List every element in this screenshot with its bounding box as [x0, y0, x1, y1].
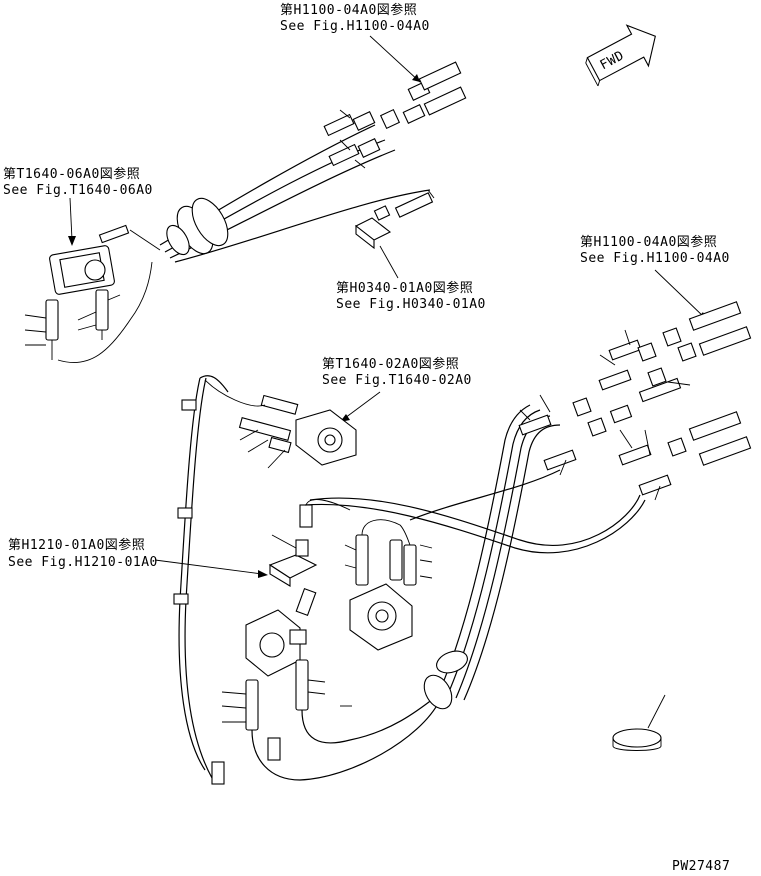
- leader-h1100-top: [369, 35, 421, 83]
- upper-fittings: [323, 61, 467, 169]
- ref-t1640-06-jp: 第T1640-06A0図参照: [3, 166, 140, 182]
- ref-h1100-right[interactable]: 第H1100-04A0図参照 See Fig.H1100-04A0: [580, 234, 730, 266]
- ref-h0340-jp: 第H0340-01A0図参照: [336, 280, 473, 296]
- t-block-h0340: [354, 189, 435, 250]
- leader-t1640-02: [344, 391, 381, 419]
- arrowhead: [412, 74, 420, 82]
- ref-t1640-02-en: See Fig.T1640-02A0: [322, 373, 472, 388]
- ref-h1100-top-en: See Fig.H1100-04A0: [280, 19, 430, 34]
- ref-h1210-en: See Fig.H1210-01A0: [8, 555, 158, 570]
- ref-t1640-02-jp: 第T1640-02A0図参照: [322, 356, 459, 372]
- right-fittings: [518, 301, 752, 501]
- left-hose-route: [173, 375, 229, 785]
- ref-h1210-jp: 第H1210-01A0図参照: [8, 537, 145, 553]
- leader-h0340: [379, 245, 399, 279]
- clamp-ring: [612, 694, 666, 751]
- pump-t1640-06: [24, 224, 161, 364]
- arrowhead: [258, 570, 268, 578]
- ref-h0340-en: See Fig.H0340-01A0: [336, 297, 486, 312]
- ref-t1640-06[interactable]: 第T1640-06A0図参照 See Fig.T1640-06A0: [3, 166, 153, 198]
- motor-t1640-02: [204, 379, 357, 469]
- leader-h1100-right: [654, 269, 706, 319]
- ref-h1100-right-en: See Fig.H1100-04A0: [580, 251, 730, 266]
- ref-h1100-top[interactable]: 第H1100-04A0図参照 See Fig.H1100-04A0: [280, 2, 430, 34]
- ref-h1210[interactable]: 第H1210-01A0図参照 See Fig.H1210-01A0: [8, 537, 158, 570]
- arrowhead: [68, 236, 76, 246]
- leader-t1640-06: [69, 197, 73, 241]
- control-valve-h1210: [268, 499, 351, 617]
- center-motor: [344, 519, 433, 651]
- leader-h1210: [154, 559, 263, 575]
- fwd-arrow-icon: FWD: [585, 24, 656, 87]
- ref-t1640-02[interactable]: 第T1640-02A0図参照 See Fig.T1640-02A0: [322, 356, 472, 388]
- ref-h1100-right-jp: 第H1100-04A0図参照: [580, 234, 717, 250]
- lower-left-pump: [221, 609, 446, 781]
- ref-h1100-top-jp: 第H1100-04A0図参照: [280, 2, 417, 18]
- upper-harness: [159, 124, 431, 263]
- drawing-number: PW27487: [672, 859, 730, 874]
- ref-h0340[interactable]: 第H0340-01A0図参照 See Fig.H0340-01A0: [336, 280, 486, 312]
- ref-t1640-06-en: See Fig.T1640-06A0: [3, 183, 153, 198]
